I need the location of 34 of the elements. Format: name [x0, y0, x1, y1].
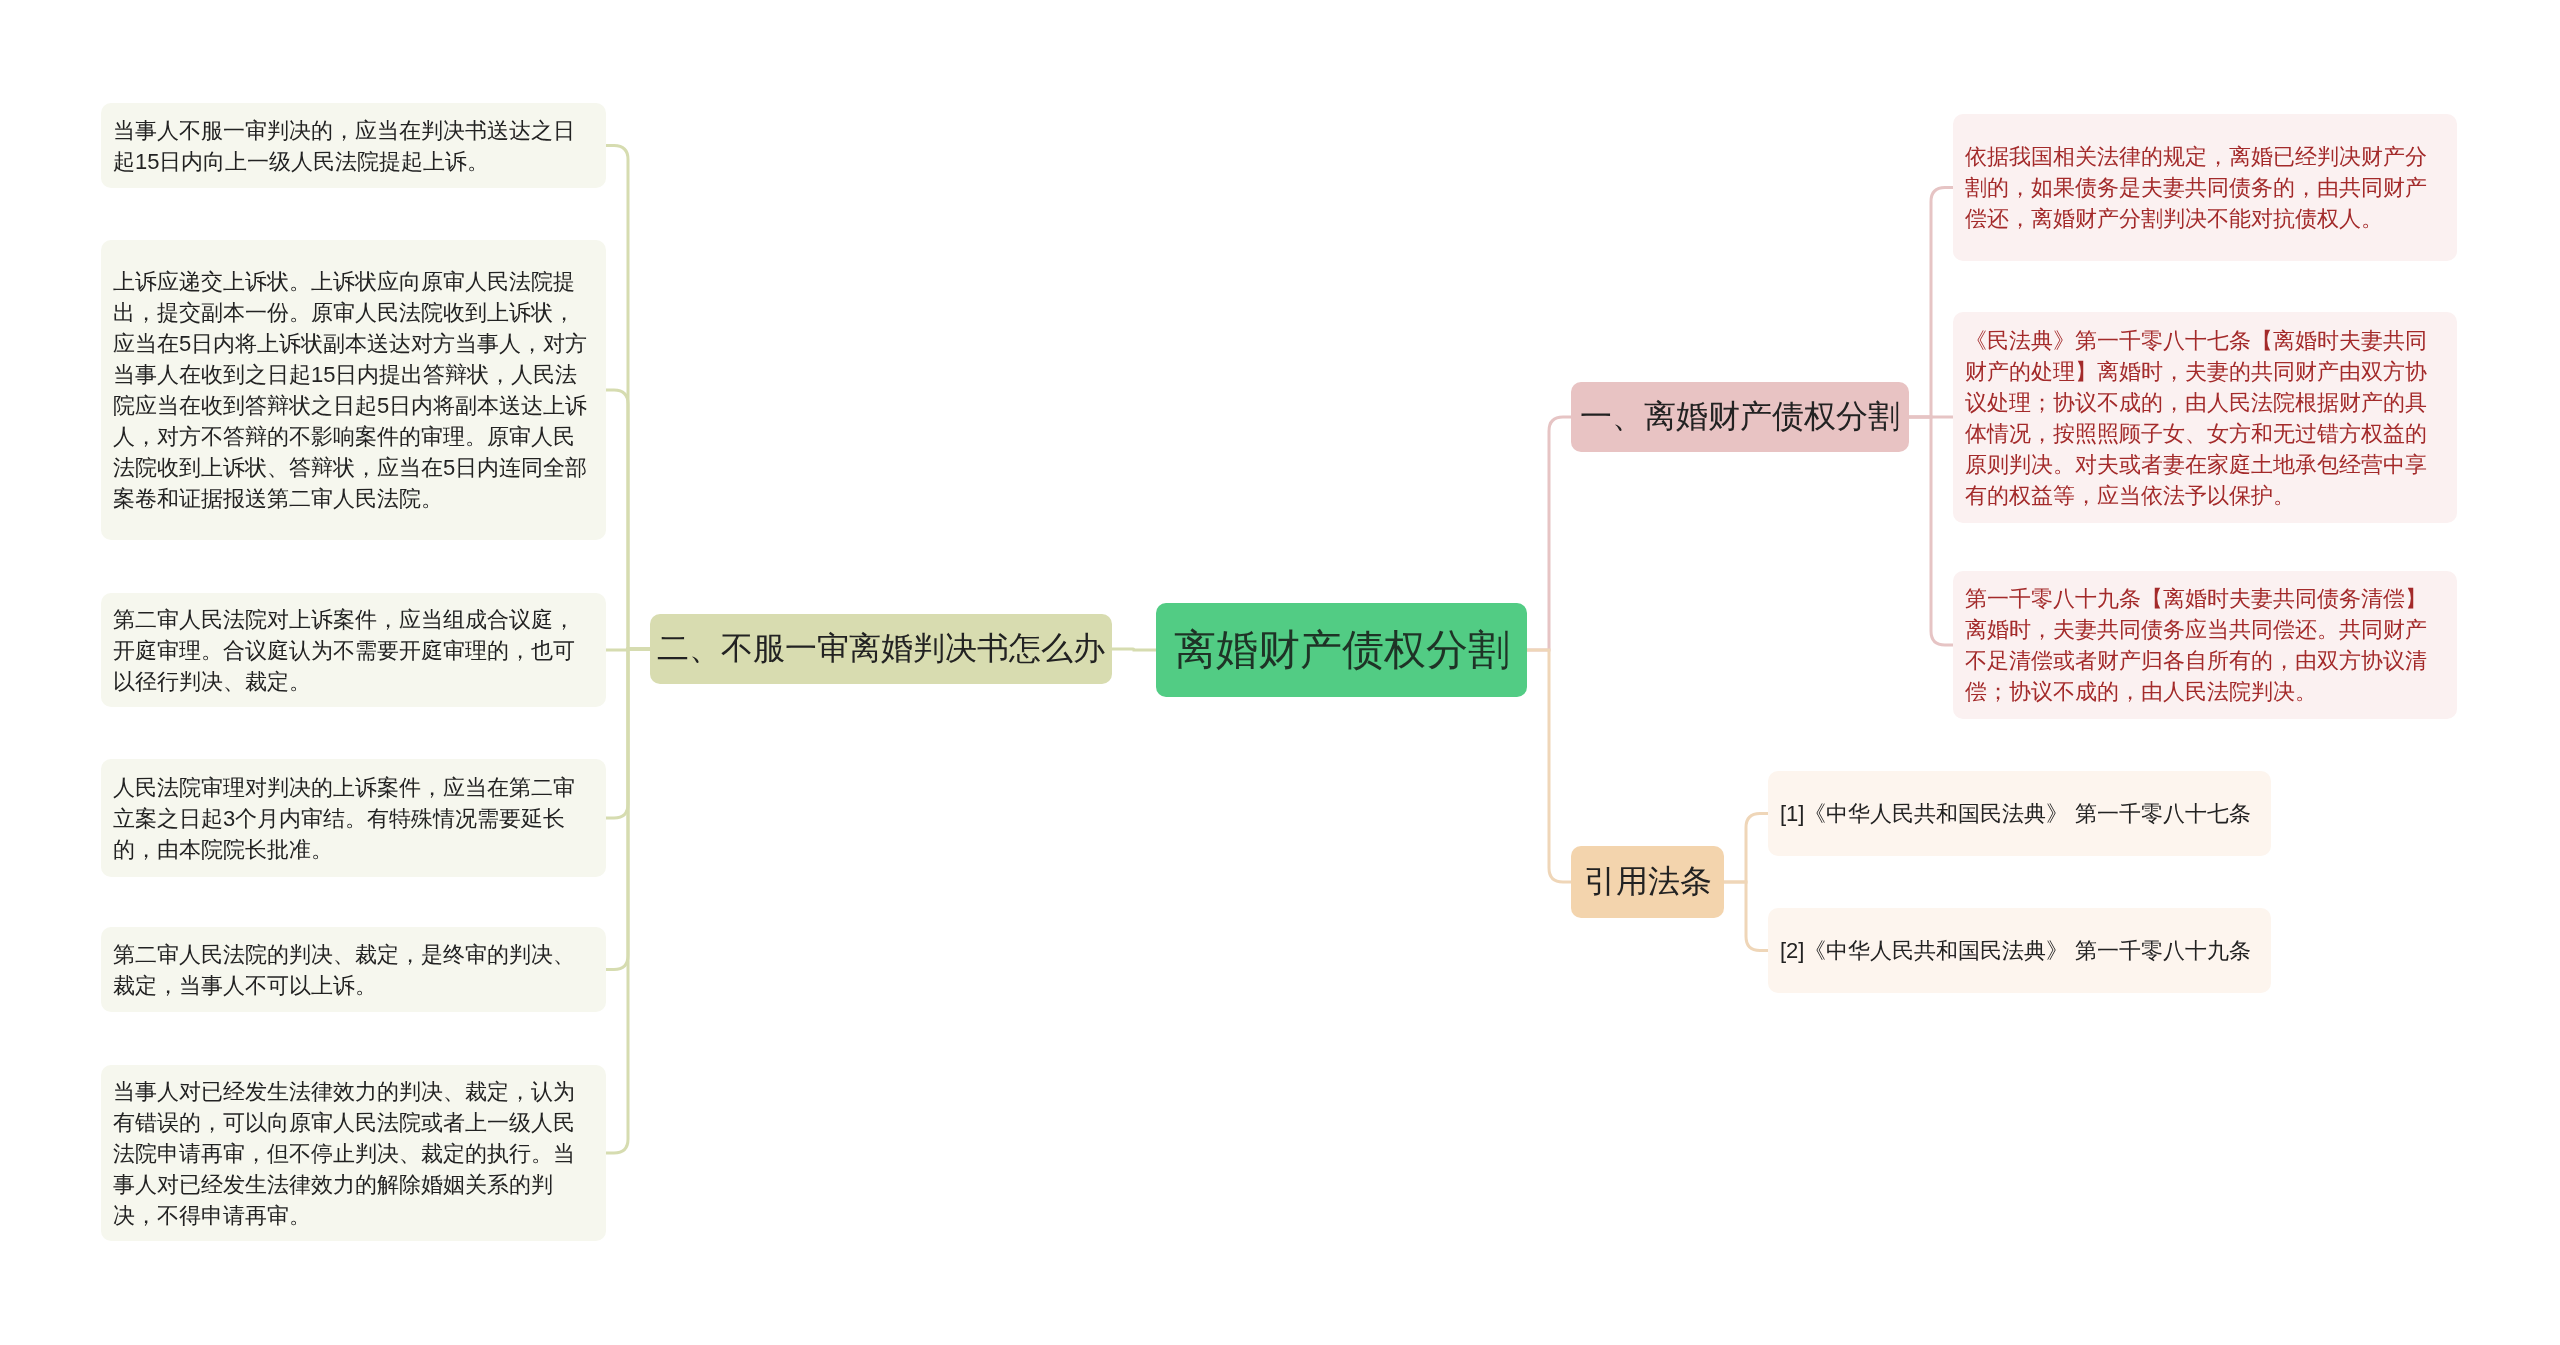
note-card — [101, 759, 606, 877]
branch-topic-box — [1571, 382, 1909, 452]
note-card — [101, 593, 606, 707]
note-card — [1768, 908, 2271, 993]
note-card — [101, 240, 606, 540]
note-card — [101, 1065, 606, 1241]
topic-text: 当事人对已经发生法律效力的判决、裁定，认为有错误的，可以向原审人民法院或者上一级人民法院申请再审，但不停止判决、裁定的执行。当事人对已经发生法律效力的解除婚姻关系的判决，不得申请再审。 — [113, 1077, 576, 1230]
topic-text: 上诉应递交上诉状。上诉状应向原审人民法院提出，提交副本一份。原审人民法院收到上诉状，应当在5日内将上诉状副本送达对方当事人，对方当事人在收到之日起15日内提出答辩状，人民法院应当在收到答辩状之日起5日内将副本送达上诉人，对方不答辩的不影响案件的审理。原审人民法院收到上诉状、答辩状，应当在5日内连同全部案卷和证据报送第二审人民法院。 — [113, 268, 589, 513]
topic-text: 依据我国相关法律的规定，离婚已经判决财产分割的，如果债务是夫妻共同债务的，由共同财产偿还，离婚财产分割判决不能对抗债权人。 — [1965, 143, 2428, 233]
topic-text: 《民法典》第一千零八十七条【离婚时夫妻共同财产的处理】离婚时，夫妻的共同财产由双方协议处理；协议不成的，由人民法院根据财产的具体情况，按照照顾子女、女方和无过错方权益的原则判决。对夫或者妻在家庭土地承包经营中享有的权益等，应当依法予以保护。 — [1965, 326, 2428, 510]
topic-text: 当事人不服一审判决的，应当在判决书送达之日起15日内向上一级人民法院提起上诉。 — [113, 116, 576, 176]
topic-text: 二、不服一审离婚判决书怎么办 — [657, 629, 1105, 668]
topic-text: 第一千零八十九条【离婚时夫妻共同债务清偿】离婚时，夫妻共同债务应当共同偿还。共同财产不足清偿或者财产归各自所有的，由双方协议清偿；协议不成的，由人民法院判决。 — [1965, 585, 2428, 706]
branch-topic-box — [650, 614, 1112, 684]
root-topic-box — [1156, 603, 1527, 697]
connector-line — [1909, 415, 1953, 647]
topic-text: [2]《中华人民共和国民法典》 第一千零八十九条 — [1780, 937, 2251, 965]
topic-text: 第二审人民法院的判决、裁定，是终审的判决、裁定，当事人不可以上诉。 — [113, 940, 576, 1000]
note-card — [1768, 771, 2271, 856]
topic-text: 一、离婚财产债权分割 — [1580, 397, 1900, 436]
note-card — [1953, 571, 2457, 719]
note-card — [1953, 114, 2457, 261]
note-card — [1953, 312, 2457, 523]
branch-topic-box — [1571, 846, 1724, 918]
connector-line — [1112, 647, 1156, 652]
topic-text: 第二审人民法院对上诉案件，应当组成合议庭，开庭审理。合议庭认为不需要开庭审理的，也可以径行判决、裁定。 — [113, 605, 576, 696]
topic-text: 引用法条 — [1583, 862, 1712, 901]
topic-text: [1]《中华人民共和国民法典》 第一千零八十七条 — [1780, 800, 2251, 828]
connector-line — [1527, 648, 1571, 884]
note-card — [101, 927, 606, 1012]
topic-text: 离婚财产债权分割 — [1173, 625, 1510, 675]
topic-text: 人民法院审理对判决的上诉案件，应当在第二审立案之日起3个月内审结。有特殊情况需要延长的，由本院院长批准。 — [113, 773, 576, 864]
note-card — [101, 103, 606, 188]
connector-line — [1724, 880, 1768, 952]
